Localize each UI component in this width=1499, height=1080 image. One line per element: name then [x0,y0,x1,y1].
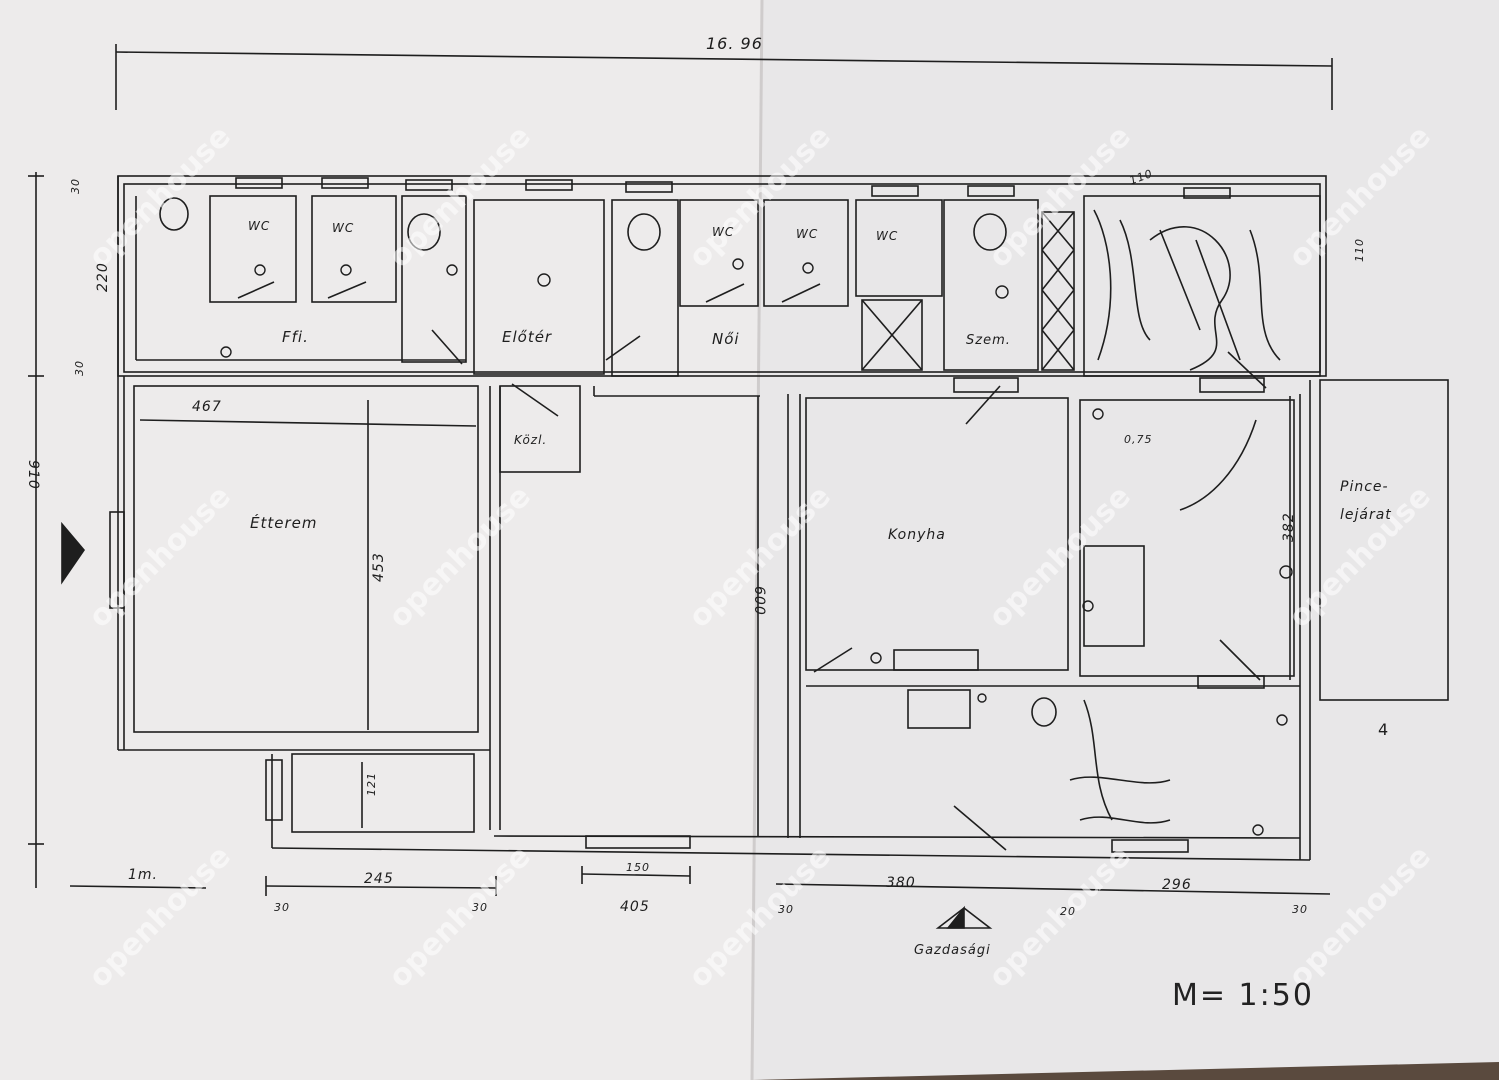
dim-bottom-1m: 1m. [128,867,158,883]
dim-left-910: 910 [25,460,41,490]
dim-bottom-30-a: 30 [274,901,290,914]
overall-width-label: 16. 96 [706,34,763,53]
dim-121: 121 [365,772,378,796]
dim-bottom-30-c: 30 [778,903,794,916]
room-label-noi: Női [712,330,740,348]
dim-075: 0,75 [1124,433,1153,446]
wc-label: WC [796,227,819,241]
fixture-markers [220,258,1293,836]
dim-bottom-380: 380 [886,875,916,891]
dim-600: 600 [751,586,767,616]
wc-label: WC [248,219,271,233]
scale-label: M= 1:50 [1172,978,1314,1013]
sheet-number: 4 [1378,720,1390,739]
room-label-kozl: Közl. [514,433,548,447]
dim-bottom-150: 150 [626,861,650,874]
paper-left-sheet [0,0,762,1080]
wc-label: WC [876,229,899,243]
room-label-eloter: Előtér [502,328,553,346]
dim-453: 453 [371,552,387,582]
plan-lines [28,44,1449,929]
room-label-pince: Pince- [1340,479,1389,495]
dim-382: 382 [1281,512,1297,542]
dim-bottom-245: 245 [364,871,394,887]
dim-left-30-top: 30 [69,178,82,194]
room-label-szem: Szem. [966,333,1011,348]
dim-left-30-mid: 30 [73,360,86,376]
paper-right-sheet [752,0,1499,1080]
room-label-pince-2: lejárat [1340,507,1392,523]
dim-bottom-296: 296 [1162,877,1192,893]
room-label-konyha: Konyha [888,527,946,543]
wc-label: WC [712,225,735,239]
dim-bottom-30-b: 30 [472,901,488,914]
dim-467: 467 [192,399,222,415]
dim-bottom-20: 20 [1060,905,1076,918]
room-label-gazdasagi: Gazdasági [914,943,991,958]
room-label-etterem: Étterem [250,514,318,532]
dim-110-right: 110 [1353,238,1366,262]
wc-label: WC [332,221,355,235]
dim-bottom-405: 405 [620,899,650,915]
room-label-ffi: Ffi. [282,328,309,346]
dim-bottom-30-d: 30 [1292,903,1308,916]
dim-left-220: 220 [95,262,111,292]
